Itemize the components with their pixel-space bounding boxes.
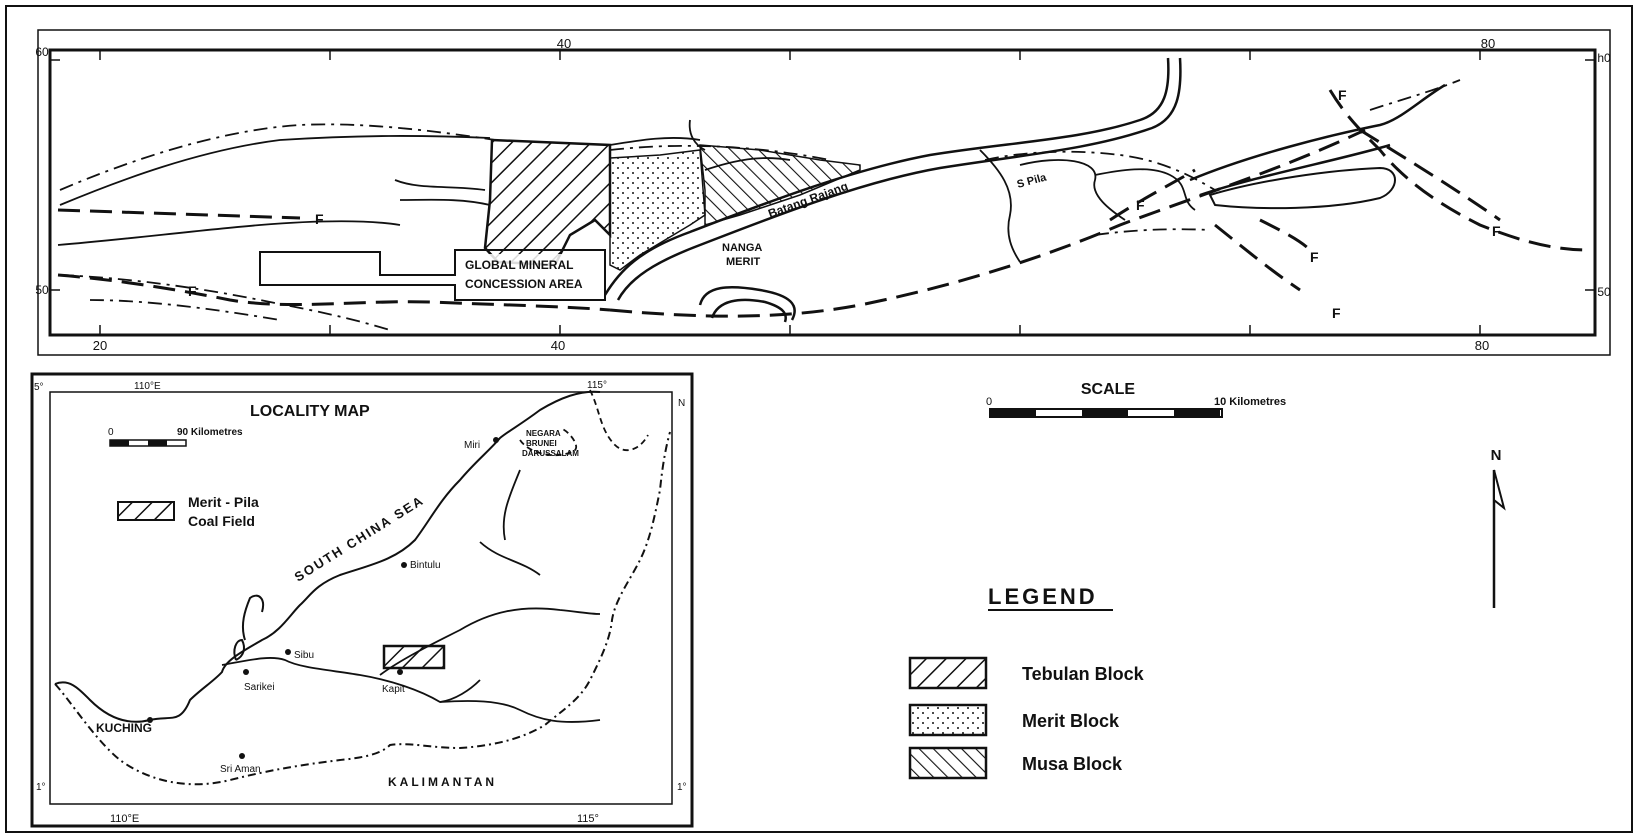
island: [233, 638, 245, 661]
island: [241, 594, 264, 641]
coal-field-location: [382, 644, 446, 670]
locality-rivers: [221, 469, 601, 723]
north-arrow-label: N: [1491, 447, 1502, 464]
scale-bar-segment: [990, 409, 1036, 417]
place-sibu: Sibu: [294, 650, 314, 661]
town-markers: [147, 437, 499, 759]
locality-lat-bottom: 1°: [36, 782, 46, 793]
place-bintulu: Bintulu: [410, 560, 441, 571]
locality-n-marker: N: [678, 398, 685, 409]
locality-map-outer-frame: [30, 372, 694, 828]
main-map-ticks: [50, 50, 1595, 335]
legend-item: Merit Block: [908, 703, 1120, 737]
axis-left-label-60: 60: [35, 45, 49, 59]
axis-top-label-80: 80: [1481, 36, 1495, 51]
locality-lat-top: 5°: [34, 382, 44, 393]
place-kalimantan: KALIMANTAN: [388, 775, 497, 789]
legend-label: Musa Block: [1022, 754, 1123, 774]
fault-lines: [57, 89, 1591, 318]
locality-map-title: LOCALITY MAP: [250, 403, 370, 420]
axis-right-label-top: h0: [1597, 51, 1611, 65]
place-sarikei: Sarikei: [244, 682, 275, 693]
main-map-frame: [48, 48, 1597, 337]
place-kuching: KUCHING: [96, 721, 152, 735]
legend-item: Musa Block: [908, 746, 1123, 780]
axis-left-label-50: 50: [35, 283, 49, 297]
locality-scale-zero: 0: [108, 427, 114, 438]
place-sri-aman: Sri Aman: [220, 764, 261, 775]
scale-title: SCALE: [1081, 381, 1136, 398]
axis-top-label-40: 40: [557, 36, 571, 51]
legend-label: Tebulan Block: [1022, 664, 1145, 684]
fault-label: F: [1492, 223, 1501, 239]
scale-label: 10 Kilometres: [1214, 396, 1286, 408]
musa-block-area: [699, 144, 861, 226]
legend-swatch-tebulan: [908, 656, 988, 690]
place-kapit: Kapit: [382, 684, 405, 695]
nanga-merit-label-line2: MERIT: [726, 256, 761, 268]
locality-map-inner-frame: [49, 391, 673, 805]
fault-label: F: [1338, 87, 1347, 103]
locality-axis-top-right: 115°: [587, 380, 607, 391]
place-brunei-line1: NEGARA: [526, 429, 561, 438]
concession-area-outline: [259, 249, 606, 301]
north-arrow: N: [1491, 447, 1506, 608]
legend-item: Tebulan Block: [908, 656, 1145, 690]
legend-title: LEGEND: [988, 584, 1098, 609]
scale-bar-segment: [1082, 409, 1128, 417]
coal-field-legend-swatch: [117, 501, 175, 521]
legend-label: Merit Block: [1022, 711, 1120, 731]
s-pila-label: S Pila: [1016, 171, 1049, 191]
sabah-border: [589, 389, 649, 452]
sea-label: SOUTH CHINA SEA: [292, 492, 427, 584]
scale-bar-group: SCALE 0 10 Kilometres: [986, 381, 1286, 418]
north-arrow-icon: [1493, 469, 1506, 511]
coal-field-legend-line1: Merit - Pila: [188, 494, 259, 510]
locality-axis-top-left: 110°E: [134, 381, 161, 392]
nanga-merit-label-line1: NANGA: [722, 242, 762, 254]
fault-label: F: [315, 211, 324, 227]
fault-label: F: [1136, 197, 1145, 213]
concession-label: GLOBAL MINERAL CONCESSION AREA: [462, 254, 602, 294]
river-lake: [1208, 166, 1396, 210]
boundary-lines: [59, 79, 1461, 331]
scale-zero: 0: [986, 396, 992, 408]
locality-scale-label: 90 Kilometres: [177, 427, 243, 438]
place-brunei-line3: DARUSSALAM: [522, 449, 579, 458]
scale-bar-segment: [1174, 409, 1220, 417]
merit-block-area: [609, 149, 706, 271]
concession-label-line1: GLOBAL MINERAL: [465, 258, 573, 272]
batang-rajang-river: [603, 57, 1446, 323]
locality-lat-bottom-right: 1°: [677, 782, 687, 793]
axis-bottom-label-40: 40: [551, 338, 565, 353]
axis-right-label-50: 50: [1597, 285, 1611, 299]
brunei-border: [519, 427, 578, 457]
place-miri: Miri: [464, 440, 480, 451]
fault-label: F: [188, 283, 197, 299]
legend: LEGEND Tebulan Block Merit Block Musa Bl…: [908, 584, 1145, 780]
axis-bottom-label-20: 20: [93, 338, 107, 353]
locality-scale-bar-segment: [148, 440, 167, 446]
main-map: 40 80 20 40 80 60 50 h0 50: [35, 29, 1611, 356]
place-brunei-line2: BRUNEI: [526, 439, 557, 448]
fault-label: F: [1332, 305, 1341, 321]
fault-label: F: [1310, 249, 1319, 265]
outer-frame: [5, 5, 1633, 833]
legend-swatch-musa: [908, 746, 988, 780]
locality-axis-bottom-left: 110°E: [110, 813, 139, 825]
concession-label-line2: CONCESSION AREA: [465, 277, 583, 291]
legend-swatch-merit: [908, 703, 988, 737]
kalimantan-border: [54, 431, 671, 786]
main-map-outer-frame: [37, 29, 1611, 356]
locality-axis-bottom-right: 115°: [577, 813, 599, 825]
locality-scale-bar-segment: [110, 440, 129, 446]
coal-field-legend-line2: Coal Field: [188, 513, 255, 529]
locality-map: 110°E 115° 110°E 115° 5° 1° N 1° LOCALIT…: [30, 372, 694, 828]
axis-bottom-label-80: 80: [1475, 338, 1489, 353]
tebulan-block-area: [483, 138, 612, 267]
